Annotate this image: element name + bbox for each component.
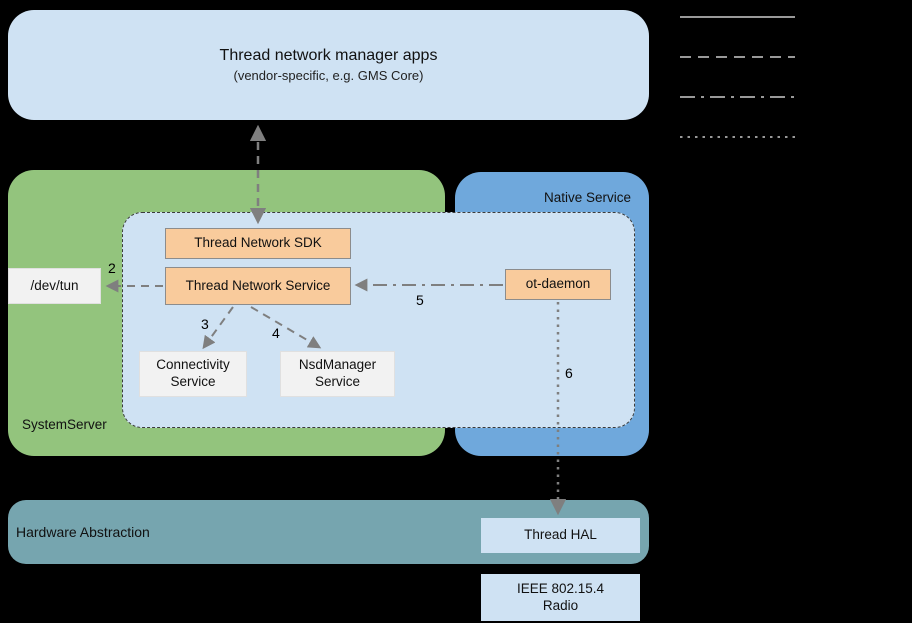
apps-box: Thread network manager apps (vendor-spec… bbox=[8, 10, 649, 120]
node-thread-network-sdk: Thread Network SDK bbox=[165, 228, 351, 259]
edge-label-5: 5 bbox=[416, 292, 424, 308]
node-nsd-manager-service: NsdManager Service bbox=[280, 351, 395, 397]
node-thread-hal: Thread HAL bbox=[481, 518, 640, 553]
edge-label-2: 2 bbox=[108, 260, 116, 276]
system-server-label: SystemServer bbox=[22, 417, 107, 432]
edge-label-4: 4 bbox=[272, 325, 280, 341]
node-thread-network-service: Thread Network Service bbox=[165, 267, 351, 305]
node-ieee-802-15-4-radio: IEEE 802.15.4 Radio bbox=[481, 574, 640, 621]
native-service-label: Native Service bbox=[543, 190, 631, 205]
node-ot-daemon: ot-daemon bbox=[505, 269, 611, 300]
node-connectivity-service: Connectivity Service bbox=[139, 351, 247, 397]
edge-label-6: 6 bbox=[565, 365, 573, 381]
edge-label-3: 3 bbox=[201, 316, 209, 332]
node-dev-tun: /dev/tun bbox=[8, 268, 101, 304]
apps-title: Thread network manager apps bbox=[219, 47, 438, 64]
hardware-abstraction-label: Hardware Abstraction bbox=[16, 524, 150, 540]
apps-subtitle: (vendor-specific, e.g. GMS Core) bbox=[233, 68, 424, 83]
